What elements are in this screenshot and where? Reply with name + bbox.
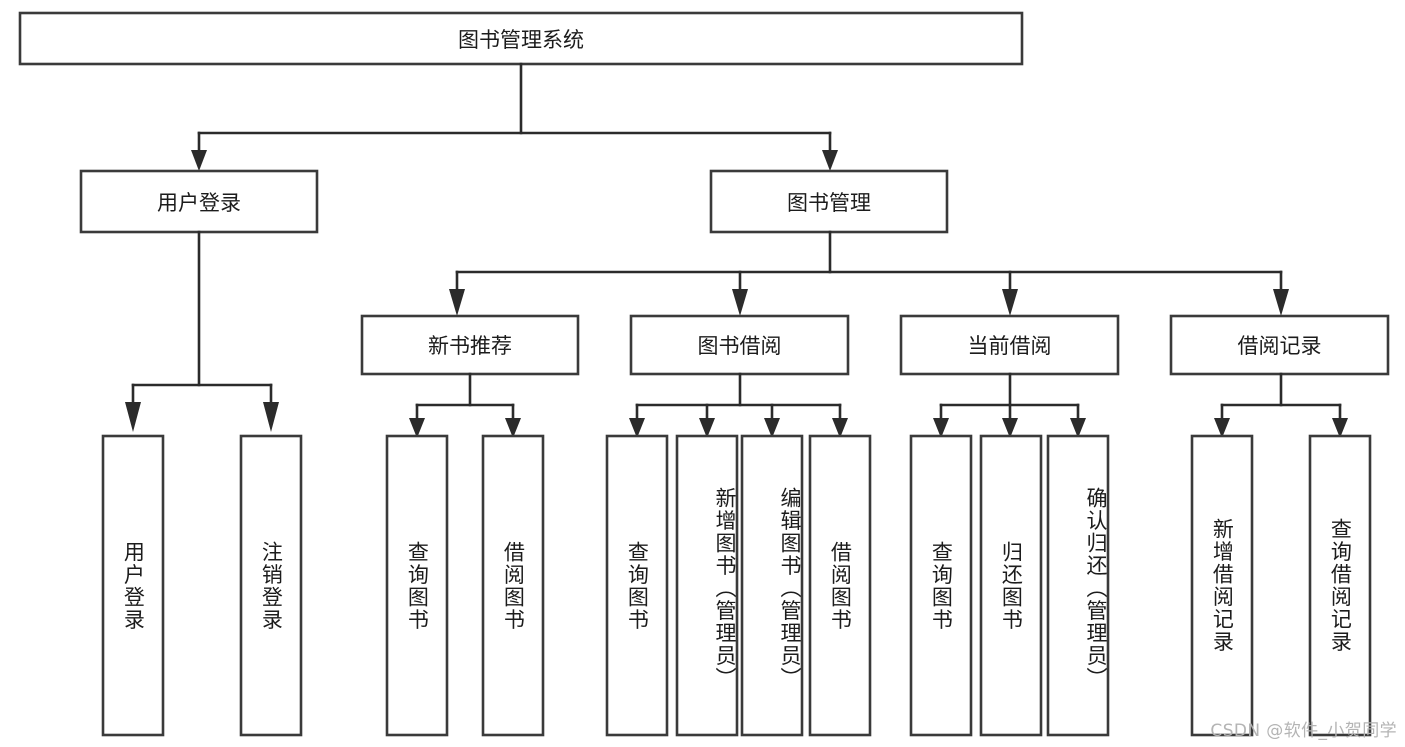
node-leaf-edit-book-admin[interactable] — [740, 434, 804, 737]
arrowhead-to-user-login — [191, 150, 207, 171]
arrowhead-leaf-user-login-2 — [263, 402, 279, 432]
arrowhead-leaf-book-borrow-2 — [699, 418, 715, 438]
node-book-management[interactable] — [709, 169, 949, 234]
arrowhead-to-book-management — [822, 150, 838, 171]
node-leaf-add-borrow-record[interactable] — [1190, 434, 1254, 737]
node-leaf-borrow-book-1[interactable] — [481, 434, 545, 737]
arrowhead-leaf-borrow-record-1 — [1214, 418, 1230, 438]
node-leaf-confirm-return-admin[interactable] — [1046, 434, 1110, 737]
csdn-watermark: CSDN @软件_小贺同学 — [1210, 721, 1397, 741]
arrowhead-leaf-new-book-1 — [409, 418, 425, 438]
node-leaf-query-book-3[interactable] — [909, 434, 973, 737]
node-root-book-management-system[interactable] — [18, 11, 1024, 66]
arrowhead-to-book-borrow — [732, 289, 748, 316]
arrowhead-leaf-current-borrow-3 — [1070, 418, 1086, 438]
node-leaf-query-book-1[interactable] — [385, 434, 449, 737]
arrowhead-leaf-book-borrow-3 — [764, 418, 780, 438]
node-current-borrow[interactable] — [899, 314, 1120, 376]
node-leaf-query-book-2[interactable] — [605, 434, 669, 737]
node-book-borrow[interactable] — [629, 314, 850, 376]
node-user-login[interactable] — [79, 169, 319, 234]
node-leaf-query-borrow-record[interactable] — [1308, 434, 1372, 737]
node-borrow-record[interactable] — [1169, 314, 1390, 376]
node-leaf-add-book-admin[interactable] — [675, 434, 739, 737]
arrowhead-to-current-borrow — [1002, 289, 1018, 316]
node-leaf-user-login[interactable] — [101, 434, 165, 737]
arrowhead-leaf-book-borrow-1 — [629, 418, 645, 438]
node-new-book-recommend[interactable] — [360, 314, 580, 376]
arrowhead-leaf-book-borrow-4 — [832, 418, 848, 438]
node-leaf-logout-login[interactable] — [239, 434, 303, 737]
node-leaf-return-book[interactable] — [979, 434, 1043, 737]
arrowhead-leaf-current-borrow-2 — [1002, 418, 1018, 438]
arrowhead-leaf-current-borrow-1 — [933, 418, 949, 438]
arrowhead-leaf-user-login-1 — [125, 402, 141, 432]
node-leaf-borrow-book-2[interactable] — [808, 434, 872, 737]
arrowhead-leaf-new-book-2 — [505, 418, 521, 438]
arrowhead-to-new-book-recommend — [449, 289, 465, 316]
arrowhead-to-borrow-record — [1273, 289, 1289, 316]
arrowhead-leaf-borrow-record-2 — [1332, 418, 1348, 438]
